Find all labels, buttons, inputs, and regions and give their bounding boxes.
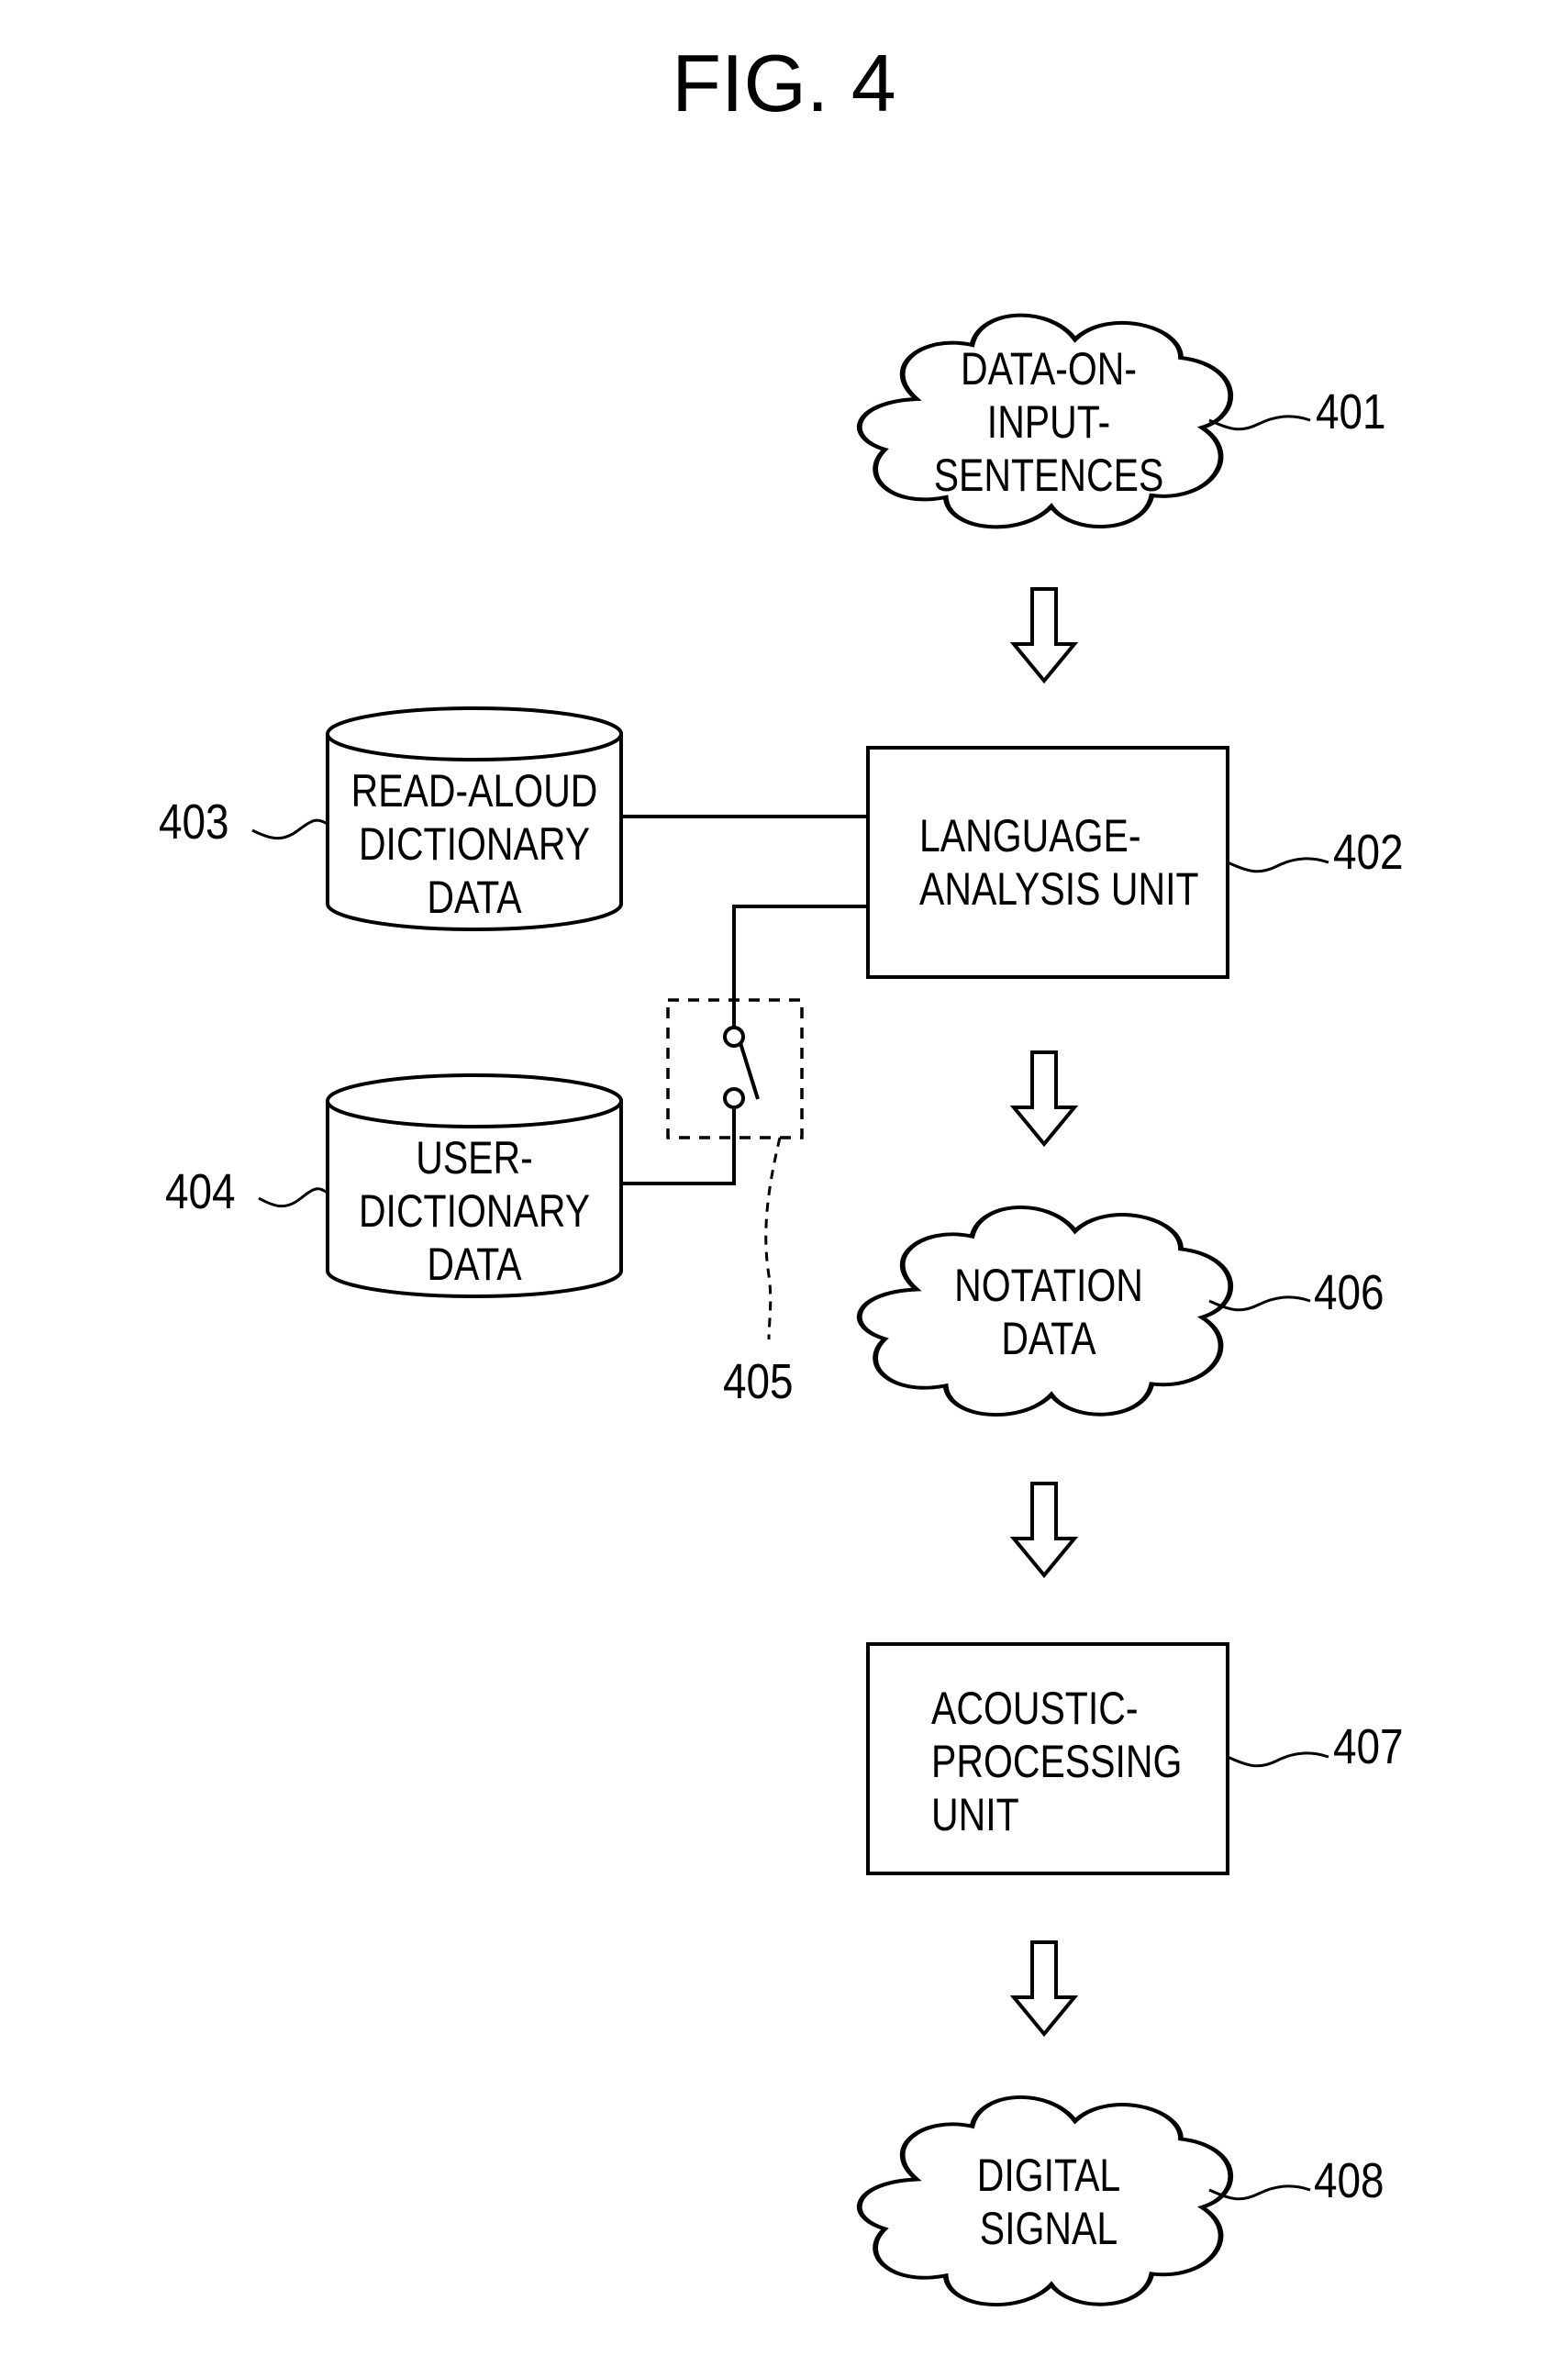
leader-401	[1209, 417, 1310, 429]
label-language-analysis: LANGUAGE- ANALYSIS UNIT	[919, 794, 1168, 931]
label-user-dictionary: USER- DICTIONARY DATA	[354, 1128, 595, 1294]
label-read-aloud-dictionary: READ-ALOUD DICTIONARY DATA	[354, 761, 595, 927]
arrow-401-to-402	[1014, 589, 1074, 681]
arrow-402-to-406	[1014, 1052, 1074, 1144]
connector-switch-to-404	[621, 1106, 734, 1184]
ref-404: 404	[165, 1163, 236, 1220]
ref-406: 406	[1314, 1264, 1385, 1321]
leader-402	[1228, 859, 1329, 872]
label-notation-data: NOTATION DATA	[936, 1239, 1162, 1385]
leader-404	[259, 1189, 328, 1206]
leader-403	[252, 820, 328, 839]
ref-408: 408	[1314, 2152, 1385, 2209]
label-digital-signal: DIGITAL SIGNAL	[936, 2128, 1162, 2275]
leader-405	[766, 1138, 780, 1339]
ref-405: 405	[723, 1353, 794, 1410]
arrow-406-to-407	[1014, 1484, 1074, 1575]
leader-407	[1228, 1753, 1329, 1766]
figure-title: FIG. 4	[0, 37, 1568, 130]
ref-403: 403	[159, 794, 229, 850]
label-acoustic-processing: ACOUSTIC- PROCESSING UNIT	[931, 1679, 1172, 1844]
label-input-sentences: DATA-ON- INPUT- SENTENCES	[936, 330, 1162, 514]
ref-402: 402	[1333, 824, 1404, 881]
ref-401: 401	[1316, 383, 1386, 440]
switch-405	[725, 1028, 758, 1107]
ref-407: 407	[1333, 1718, 1404, 1775]
arrow-407-to-408	[1014, 1942, 1074, 2034]
